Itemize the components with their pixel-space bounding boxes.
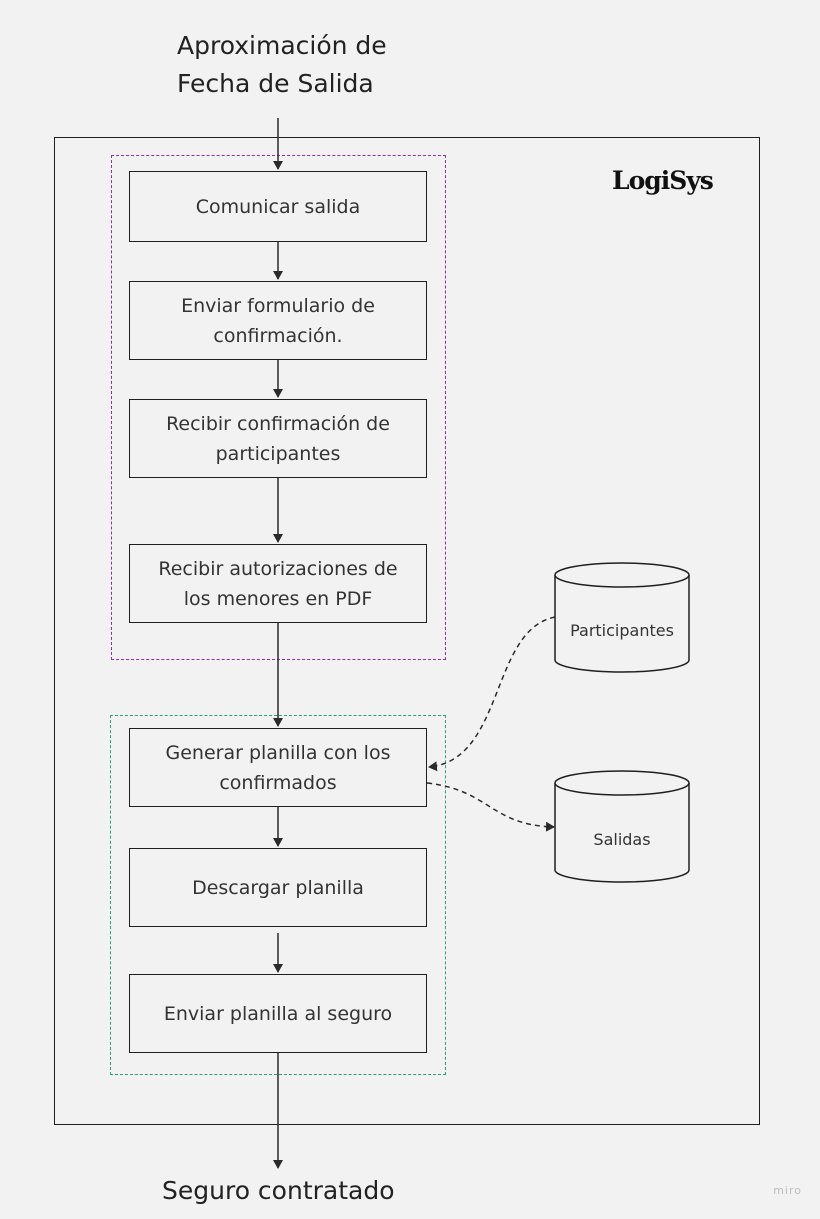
system-boundary (54, 137, 760, 1125)
dataflow-participantes-to-generar (428, 616, 556, 772)
step-descargar-planilla: Descargar planilla (129, 848, 427, 927)
output-label: Seguro contratado (162, 1176, 395, 1205)
dataflow-generar-to-salidas (426, 782, 555, 832)
input-label: Aproximación de Fecha de Salida (177, 31, 387, 98)
step-enviar-formulario: Enviar formulario de confirmación. (129, 281, 427, 360)
step-comunicar-salida: Comunicar salida (129, 171, 427, 242)
step-generar-planilla: Generar planilla con los confirmados (129, 728, 427, 807)
database-participantes-label: Participantes (570, 621, 674, 640)
miro-watermark: miro (773, 1184, 802, 1197)
database-salidas (554, 770, 690, 883)
system-logo: LogiSys (612, 166, 714, 195)
database-participantes (554, 562, 690, 673)
step-recibir-autorizaciones: Recibir autorizaciones de los menores en… (129, 544, 427, 623)
database-salidas-label: Salidas (593, 830, 651, 849)
step-enviar-seguro: Enviar planilla al seguro (129, 974, 427, 1053)
step-recibir-confirmacion: Recibir confirmación de participantes (129, 399, 427, 478)
